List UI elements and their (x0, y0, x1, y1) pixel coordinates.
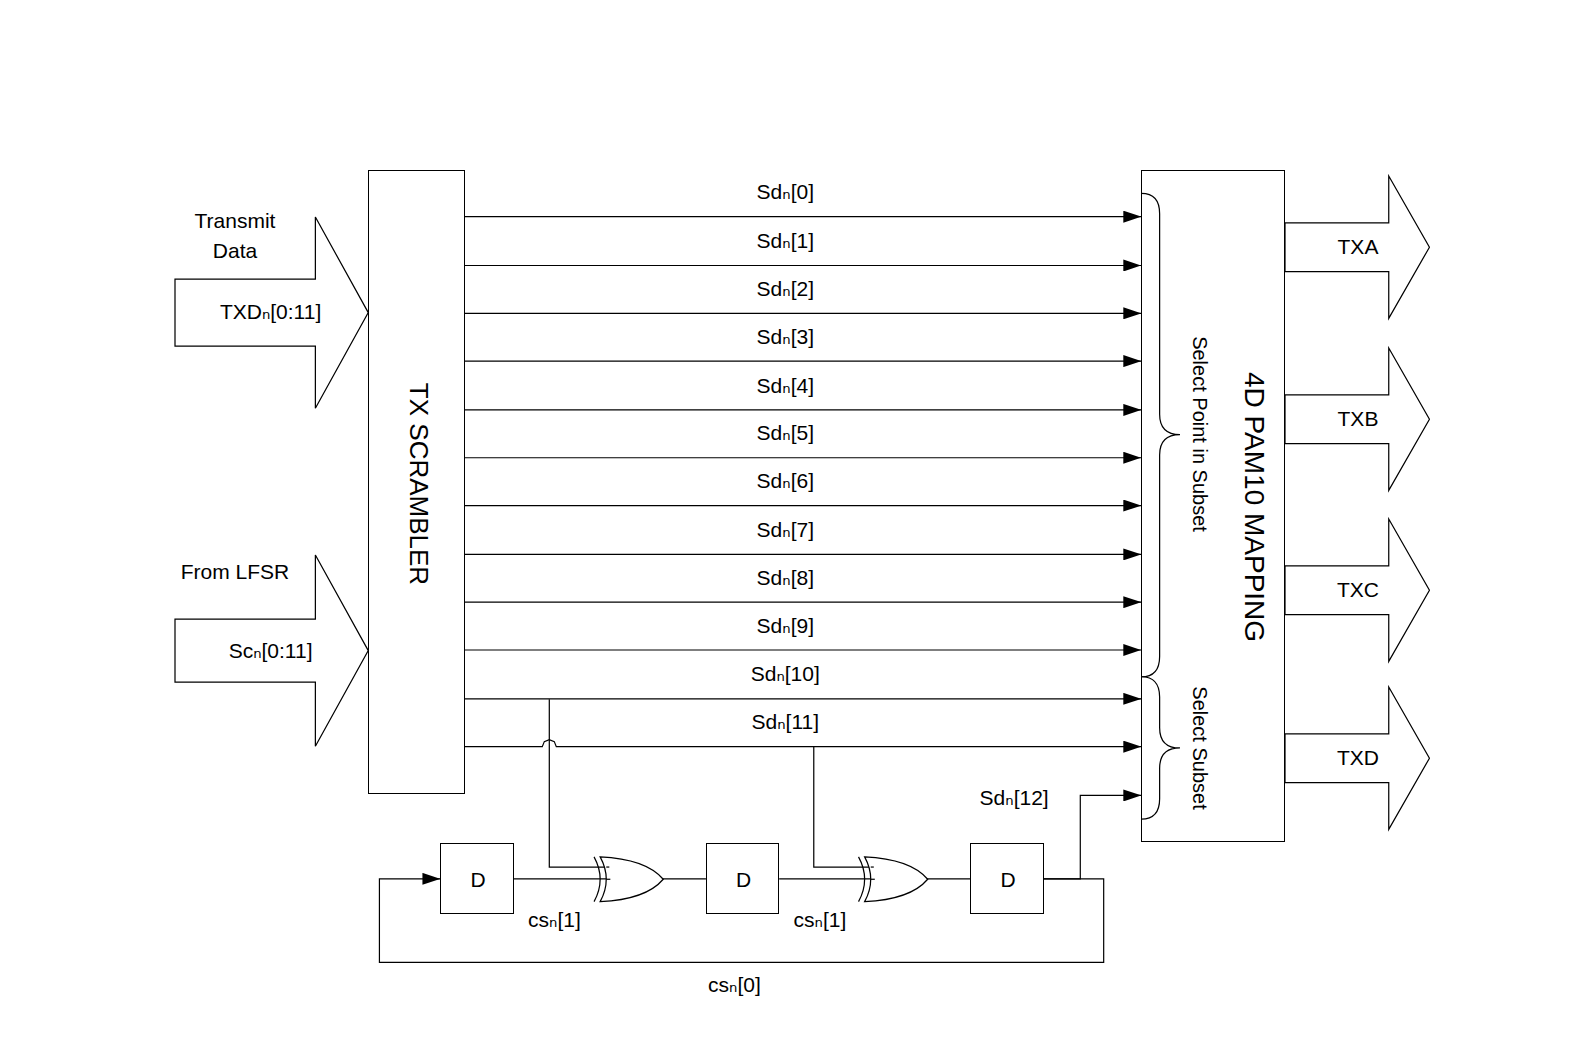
block-box: 4D PAM10 MAPPING (1141, 170, 1284, 842)
signal-name: Sdₙ[9] (755, 614, 816, 638)
signal-name: csₙ[1] (792, 907, 849, 931)
curly-brace (1141, 193, 1180, 676)
xor-input (871, 866, 874, 867)
output-arrow: TXA (1285, 176, 1429, 318)
node-text: TXB (1338, 406, 1379, 431)
signal-name: csₙ[1] (526, 907, 583, 931)
curly-brace (1141, 677, 1180, 819)
signal-name: Sdₙ[7] (755, 518, 816, 542)
signal-line (465, 554, 1141, 555)
signal-line (465, 409, 1141, 410)
arrow-heading: Transmit Data (175, 206, 295, 267)
block-arrow (1285, 176, 1429, 318)
xor-back (859, 857, 865, 902)
signal-name: Sdₙ[12] (978, 785, 1051, 809)
node-text: Scₙ[0:11] (229, 638, 313, 663)
block-arrow (1285, 519, 1429, 661)
xor-gate (859, 857, 928, 902)
node-text: D (736, 867, 751, 892)
node-text: TX SCRAMBLER (402, 383, 433, 585)
signal-name: Sdₙ[1] (755, 229, 816, 253)
xor-input (606, 879, 610, 880)
signal-name: Sdₙ[8] (755, 566, 816, 590)
flip-flop-box: D (440, 843, 513, 914)
brace-label: Select Subset (1188, 686, 1212, 809)
signal-name: Sdₙ[11] (750, 710, 822, 734)
block-arrow (1285, 687, 1429, 829)
signal-name: csₙ[0] (706, 973, 763, 997)
flip-flop-box: D (706, 843, 779, 914)
signal-name: Sdₙ[6] (755, 469, 816, 493)
block-box: TX SCRAMBLER (368, 170, 465, 795)
input-arrow: From LFSR Scₙ[0:11] (175, 555, 368, 746)
signal-name: Sdₙ[0] (755, 180, 816, 204)
xor-body (600, 857, 663, 902)
branch-wire (814, 747, 871, 867)
node-text: TXD (1337, 745, 1379, 770)
xor-back (594, 857, 600, 902)
xor-input (871, 879, 875, 880)
signal-name: Sdₙ[10] (749, 662, 822, 686)
signal-name: Sdₙ[3] (755, 325, 816, 349)
node-text: D (1000, 867, 1015, 892)
signal-line (379, 879, 1103, 962)
signal-line (465, 265, 1141, 266)
signal-line (465, 505, 1141, 506)
block-arrow (1285, 348, 1429, 490)
block-arrow (175, 555, 368, 746)
output-arrow: TXB (1285, 348, 1429, 490)
signal-line (465, 649, 1141, 650)
signal-name: Sdₙ[2] (755, 277, 816, 301)
node-text: 4D PAM10 MAPPING (1237, 371, 1271, 641)
flip-flop-box: D (970, 843, 1043, 914)
node-text: D (470, 867, 485, 892)
block-arrow (175, 217, 368, 408)
signal-line (465, 361, 1141, 362)
branch-wire (549, 699, 606, 867)
signal-name: Sdₙ[4] (755, 373, 816, 397)
signal-line (465, 216, 1141, 217)
signal-line (465, 313, 1141, 314)
xor-input (606, 866, 609, 867)
node-text: TXA (1338, 235, 1379, 260)
input-arrow: Transmit DataTXDₙ[0:11] (175, 217, 368, 408)
xor-gate (594, 857, 663, 902)
signal-name: Sdₙ[5] (755, 421, 816, 445)
output-arrow: TXC (1285, 519, 1429, 661)
xor-body (865, 857, 928, 902)
node-text: TXDₙ[0:11] (220, 300, 321, 325)
signal-line (465, 457, 1141, 458)
signal-line (465, 740, 1141, 747)
node-text: TXC (1337, 577, 1379, 602)
brace-label: Select Point in Subset (1188, 337, 1212, 533)
output-arrow: TXD (1285, 687, 1429, 829)
signal-line (465, 602, 1141, 603)
signal-line (1044, 795, 1142, 878)
signal-line (465, 698, 1141, 699)
arrow-heading: From LFSR (175, 556, 295, 586)
